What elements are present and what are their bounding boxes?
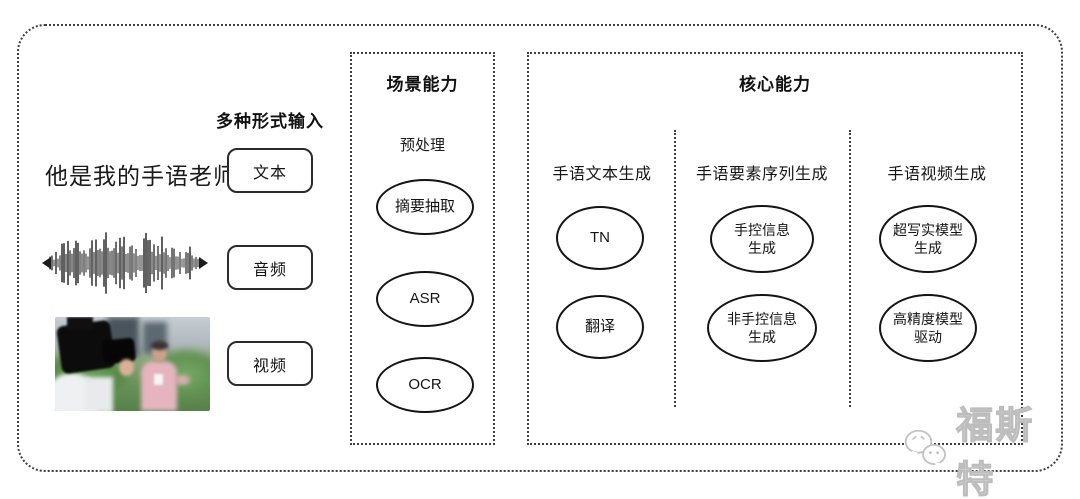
node-non-manual-info-generation: 非手控信息 生成: [707, 294, 817, 362]
audio-waveform-icon: [42, 232, 208, 294]
scene-capability-title: 场景能力: [386, 75, 459, 94]
node-ocr: OCR: [376, 357, 474, 413]
preprocessing-label: 预处理: [399, 137, 445, 154]
scene-capability-box: 场景能力 预处理 摘要抽取 ASR OCR: [350, 52, 495, 445]
photo-camera-top: [67, 317, 93, 330]
core-capability-box: 核心能力 手语文本生成 TN 翻译 手语要素序列生成 手控信息 生成 非手控信息…: [527, 52, 1023, 445]
photo-cameraman-arm: [85, 377, 113, 411]
column-header-element-sequence-generation: 手语要素序列生成: [695, 166, 828, 183]
photo-reporter-body: [141, 361, 177, 411]
input-type-box-text: 文本: [227, 148, 313, 193]
watermark: 福斯特: [903, 404, 1063, 499]
photo-microphone: [154, 374, 163, 385]
outer-dotted-frame: [17, 24, 1063, 472]
sample-sentence-text: 他是我的手语老师: [45, 163, 237, 189]
photo-reporter-hand: [175, 375, 190, 385]
node-translation: 翻译: [556, 295, 644, 359]
column-header-text-generation: 手语文本生成: [552, 166, 652, 183]
input-section-header: 多种形式输入: [216, 112, 324, 131]
column-header-video-generation: 手语视频生成: [887, 166, 987, 183]
node-manual-info-generation: 手控信息 生成: [710, 205, 814, 273]
column-divider: [849, 130, 851, 407]
input-type-box-video: 视频: [227, 341, 313, 386]
node-asr: ASR: [376, 271, 474, 327]
node-tn: TN: [556, 206, 644, 270]
node-hyperrealistic-model-generation: 超写实模型 生成: [879, 205, 977, 273]
watermark-text: 福斯特: [956, 404, 1035, 499]
photo-camera-hand: [119, 359, 134, 376]
input-type-box-audio: 音频: [227, 245, 313, 290]
node-summary-extraction: 摘要抽取: [376, 179, 474, 235]
column-divider: [674, 130, 676, 407]
core-capability-title: 核心能力: [739, 75, 811, 94]
photo-reporter-hair: [151, 341, 168, 350]
node-high-precision-model-driving: 高精度模型 驱动: [879, 294, 977, 362]
wechat-chat-bubbles-icon: [904, 429, 946, 469]
video-input-photo: [55, 317, 210, 411]
